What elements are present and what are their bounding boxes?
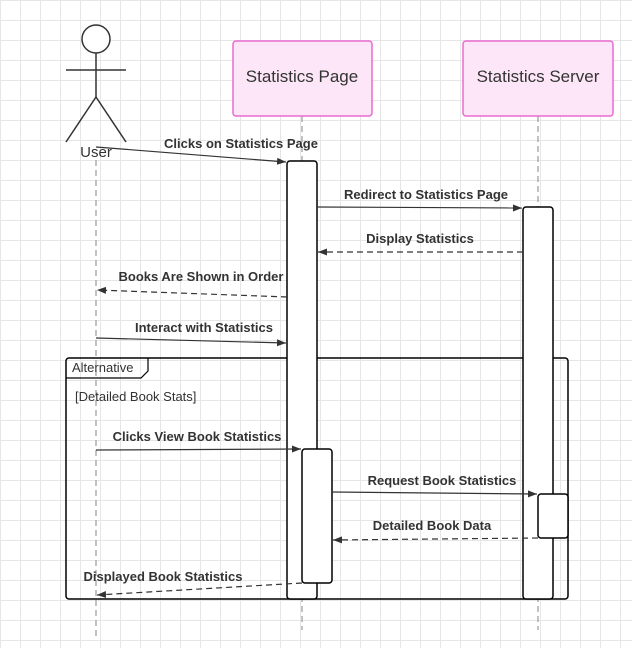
participant-label: Statistics Server — [477, 67, 600, 86]
fragment-guard-label: [Detailed Book Stats] — [75, 389, 196, 404]
message-clicks-view-book-statistics[interactable]: Clicks View Book Statistics — [95, 429, 302, 453]
message-label: Books Are Shown in Order — [119, 269, 284, 284]
message-arrow — [331, 490, 538, 498]
participant-label: Statistics Page — [246, 67, 358, 86]
message-books-are-shown-in-order[interactable]: Books Are Shown in Order — [96, 269, 288, 298]
message-interact-with-statistics[interactable]: Interact with Statistics — [95, 320, 287, 347]
participant-statistics-server[interactable]: Statistics Server — [462, 40, 614, 117]
message-detailed-book-data[interactable]: Detailed Book Data — [332, 518, 539, 544]
message-request-book-statistics[interactable]: Request Book Statistics — [331, 473, 538, 498]
message-arrow — [95, 337, 287, 347]
participant-box — [462, 40, 614, 117]
message-label: Detailed Book Data — [373, 518, 492, 533]
activation-bar-statistics-page-nested[interactable] — [301, 448, 333, 584]
message-label: Redirect to Statistics Page — [344, 187, 508, 202]
user-actor-icon[interactable] — [65, 24, 127, 143]
message-display-statistics[interactable]: Display Statistics — [318, 231, 523, 256]
alternative-fragment[interactable]: Alternative [Detailed Book Stats] — [65, 357, 569, 600]
activation-bar-statistics-server-nested[interactable] — [537, 493, 569, 539]
participant-box — [232, 40, 373, 117]
message-clicks-on-statistics-page[interactable]: Clicks on Statistics Page — [95, 136, 318, 165]
message-label: Clicks View Book Statistics — [113, 429, 282, 444]
message-label: Displayed Book Statistics — [84, 569, 243, 584]
message-arrow — [95, 445, 302, 453]
message-label: Display Statistics — [366, 231, 474, 246]
message-displayed-book-statistics[interactable]: Displayed Book Statistics — [84, 569, 303, 598]
message-arrow — [95, 146, 287, 165]
message-redirect-to-statistics-page[interactable]: Redirect to Statistics Page — [316, 187, 523, 212]
activation-bar-statistics-server[interactable] — [522, 206, 554, 600]
participant-statistics-page[interactable]: Statistics Page — [232, 40, 373, 117]
message-label: Clicks on Statistics Page — [164, 136, 318, 151]
message-arrow — [96, 582, 303, 598]
fragment-operator-tab — [66, 358, 149, 379]
message-arrow — [96, 286, 288, 298]
message-label: Request Book Statistics — [368, 473, 517, 488]
user-actor-label: User — [80, 144, 112, 161]
message-arrow — [316, 204, 523, 212]
message-label: Interact with Statistics — [135, 320, 273, 335]
message-arrow — [332, 536, 539, 544]
fragment-operator-label: Alternative — [72, 360, 133, 375]
